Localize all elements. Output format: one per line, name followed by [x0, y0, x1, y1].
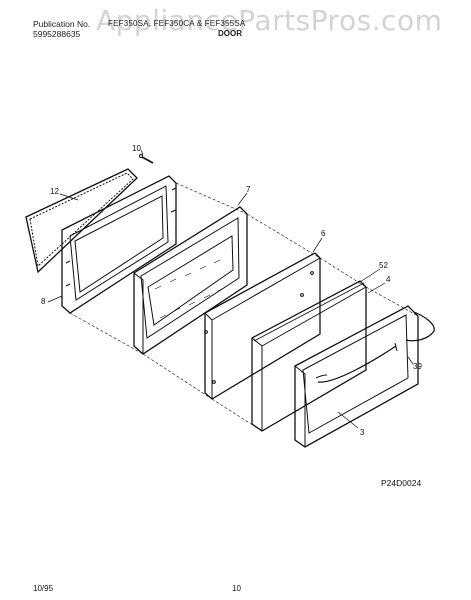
callout-8: 8 [41, 297, 46, 306]
callout-3: 3 [360, 428, 365, 437]
screw-part [139, 154, 154, 164]
door-liner-part [204, 252, 321, 400]
callout-39: 39 [413, 362, 422, 371]
callout-10: 10 [132, 144, 141, 153]
callout-7: 7 [246, 185, 251, 194]
footer-date: 10/95 [33, 584, 54, 593]
site-watermark: AppliancePartsPros.com [96, 4, 443, 37]
inner-door-panel-part [61, 175, 177, 314]
callout-12: 12 [50, 187, 59, 196]
model-numbers: FEF350SA, FEF350CA & FEF355SA [108, 19, 246, 28]
alignment-lines [69, 182, 419, 432]
footer-page-number: 10 [232, 584, 241, 593]
callout-6: 6 [321, 229, 326, 238]
door-gasket-part [25, 168, 138, 274]
diagram-code: P24D0024 [381, 478, 422, 488]
publication-label: Publication No. [33, 19, 91, 29]
callout-4: 4 [386, 275, 391, 284]
door-front-panel-part [294, 305, 435, 448]
glass-panel-part [251, 280, 367, 432]
section-title: DOOR [218, 29, 242, 38]
publication-number: 5995288635 [33, 29, 81, 39]
callout-leaders [47, 149, 414, 429]
outer-door-frame-part [133, 206, 248, 355]
callout-52: 52 [379, 261, 388, 270]
